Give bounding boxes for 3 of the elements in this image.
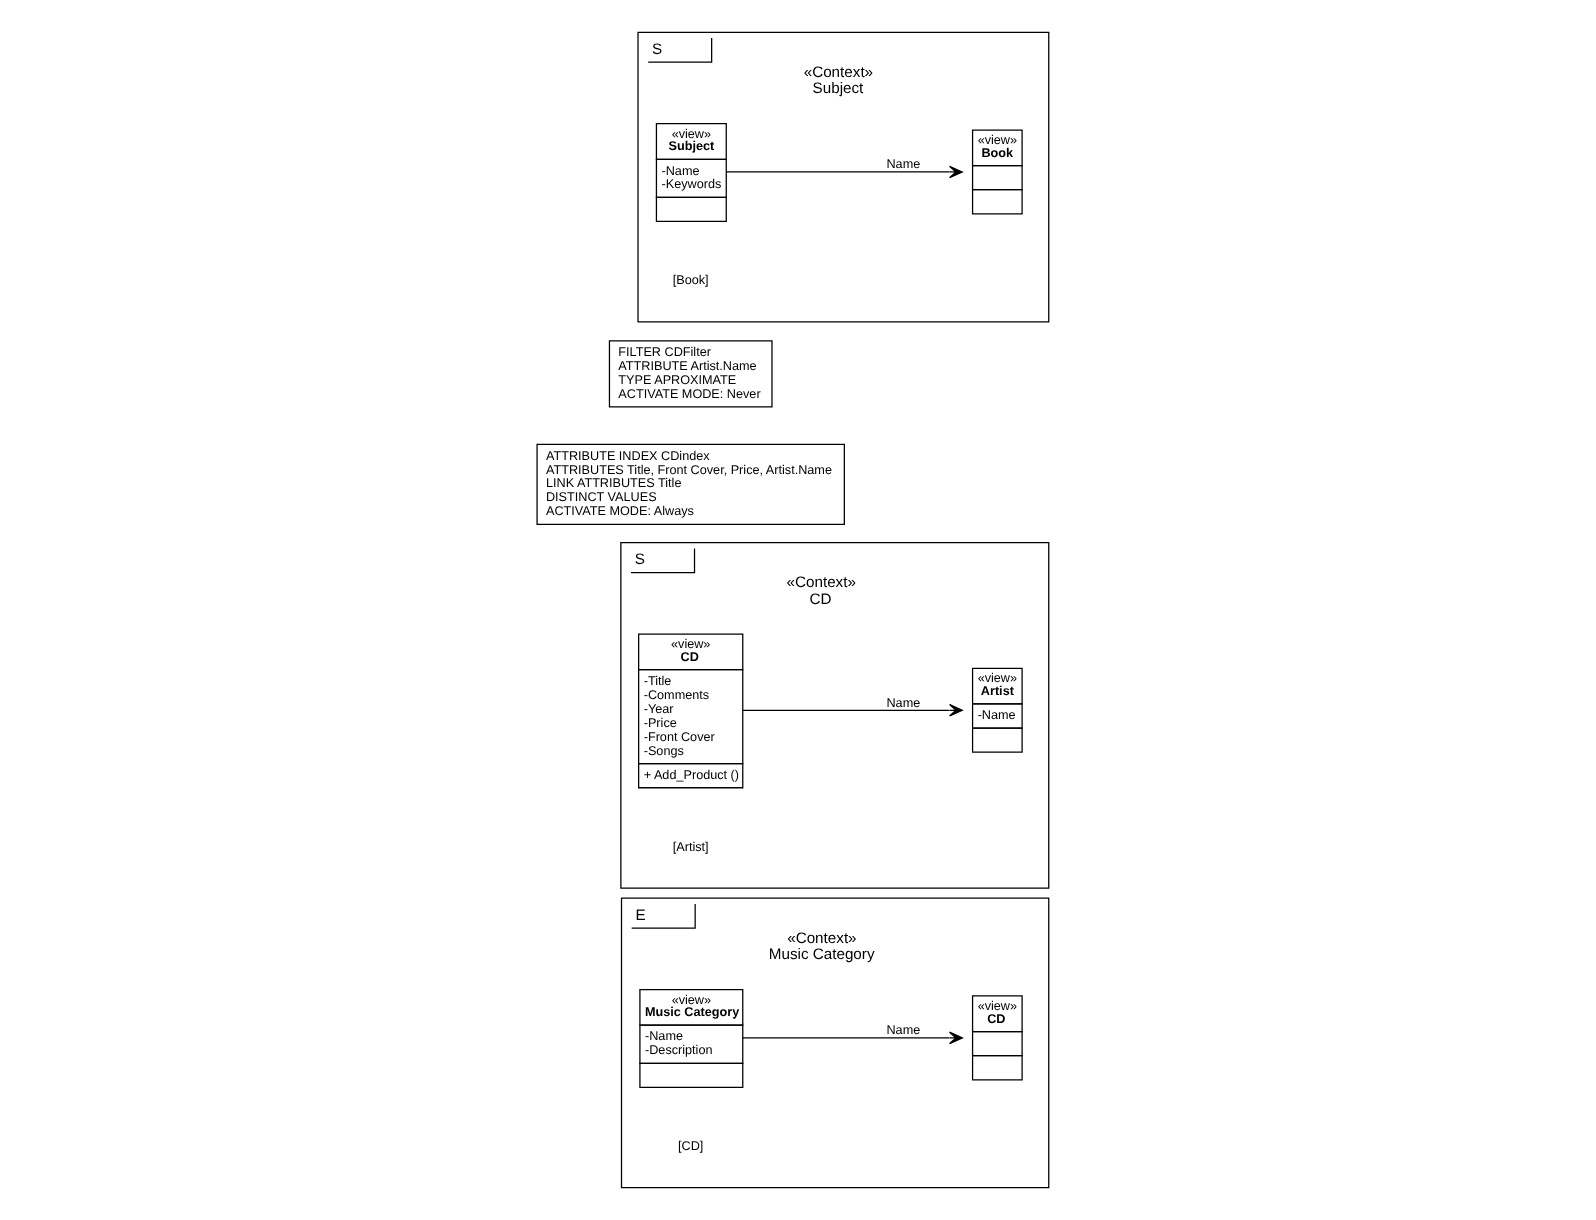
arrow — [742, 703, 963, 717]
arrow — [741, 1031, 963, 1045]
arrow — [725, 165, 963, 179]
